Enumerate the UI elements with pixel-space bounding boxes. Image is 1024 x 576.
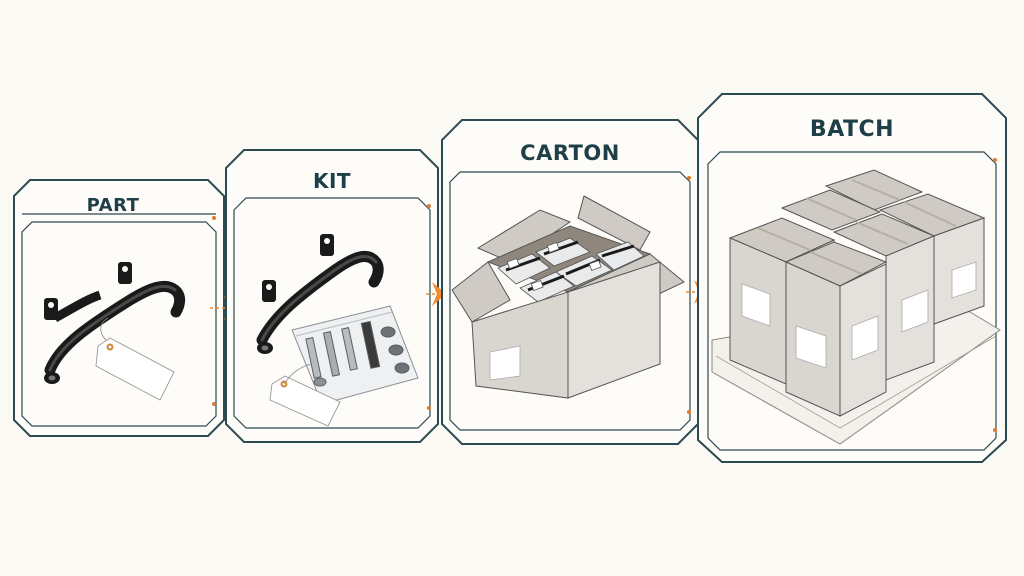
- pallet-batch-icon: [711, 169, 1001, 445]
- stage-title-batch: BATCH: [810, 117, 894, 142]
- hang-tag-icon: [269, 363, 341, 427]
- hardware-bag-icon: [291, 305, 419, 405]
- hang-tag-icon: [95, 317, 175, 401]
- open-carton-icon: [451, 195, 685, 399]
- stage-batch: BATCH: [697, 93, 1007, 463]
- stage-carton: CARTON: [441, 119, 699, 445]
- flow-arrow-icon: [426, 282, 446, 306]
- black-bracket-part-icon: [256, 234, 384, 354]
- stage-title-part: PART: [87, 195, 140, 216]
- black-bracket-part-icon: [44, 262, 186, 384]
- stage-part: PART: [13, 179, 225, 437]
- stage-title-kit: KIT: [313, 169, 351, 193]
- stage-kit: KIT: [225, 149, 439, 443]
- stage-title-carton: CARTON: [520, 141, 620, 165]
